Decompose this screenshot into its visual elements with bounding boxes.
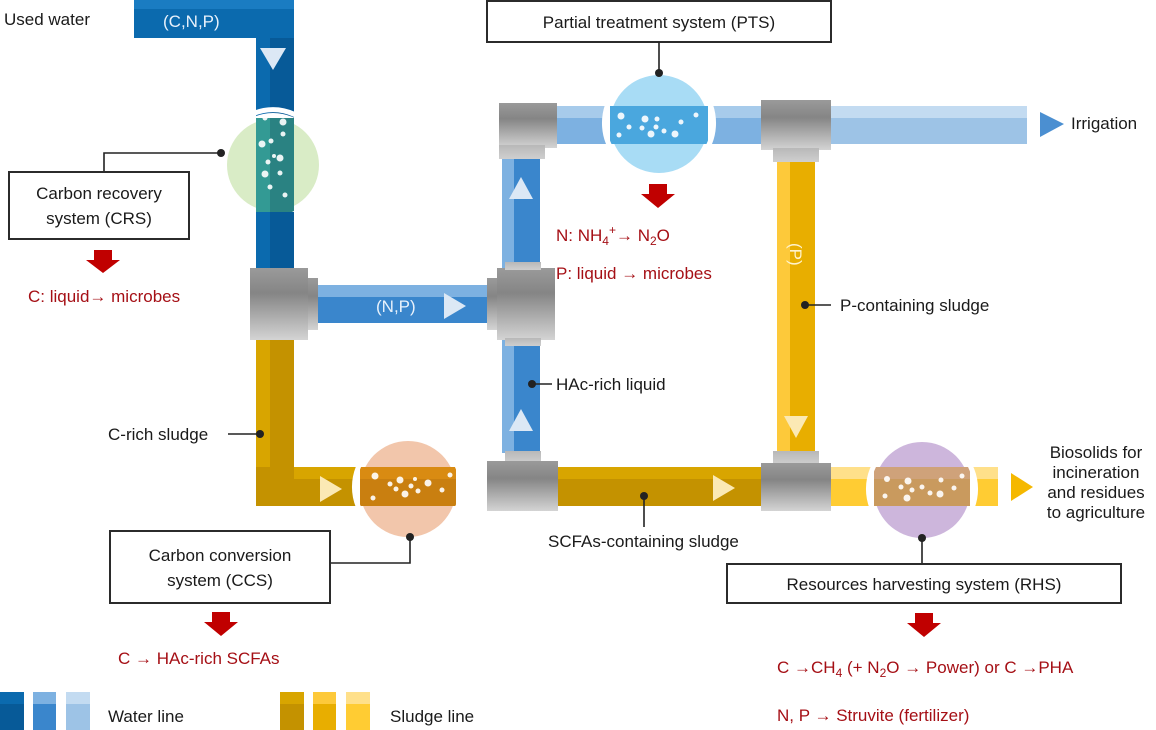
pts-reaction-p: P: liquid → microbes bbox=[556, 264, 712, 283]
rhs-label: Resources harvesting system (RHS) bbox=[787, 575, 1062, 594]
ccs-reactor bbox=[356, 435, 460, 539]
p-sludge-pipe bbox=[777, 160, 815, 453]
biosolids-line2: incineration bbox=[1053, 463, 1140, 482]
rhs-reaction-c: C →CH4 (+ N2O → Power) or C →PHA bbox=[777, 658, 1074, 680]
flow-arrow-right-icon bbox=[713, 475, 735, 501]
pts-label: Partial treatment system (PTS) bbox=[543, 13, 775, 32]
junction-top-right bbox=[761, 100, 831, 162]
biosolids-line3: and residues bbox=[1047, 483, 1144, 502]
junction-top-left bbox=[499, 103, 557, 159]
junction-left bbox=[250, 268, 318, 340]
hac-liquid-pipe bbox=[502, 150, 540, 453]
influent-content-label: (C,N,P) bbox=[163, 12, 220, 31]
legend-water-label: Water line bbox=[108, 707, 184, 726]
crs-reactor bbox=[223, 113, 323, 213]
biosolids-line4: to agriculture bbox=[1047, 503, 1145, 522]
legend-sludge bbox=[280, 692, 370, 730]
irrigation-arrow-icon bbox=[1040, 112, 1064, 137]
junction-bottom-middle bbox=[487, 451, 558, 511]
legend-water bbox=[0, 692, 90, 730]
c-rich-sludge-pipe bbox=[256, 338, 366, 506]
irrigation-pipe bbox=[830, 106, 1027, 144]
ccs-label-line2: system (CCS) bbox=[167, 571, 273, 590]
flow-arrow-down-icon bbox=[784, 416, 808, 438]
crs-output-arrow-icon bbox=[86, 250, 120, 273]
np-line-label: (N,P) bbox=[376, 297, 416, 316]
crs-label-line2: system (CRS) bbox=[46, 209, 152, 228]
p-sludge-label: P-containing sludge bbox=[840, 296, 989, 315]
scfa-sludge-label: SCFAs-containing sludge bbox=[548, 532, 739, 551]
biosolids-line1: Biosolids for bbox=[1050, 443, 1143, 462]
pts-reactor bbox=[606, 70, 712, 176]
ccs-reaction: C → HAc-rich SCFAs bbox=[118, 649, 280, 668]
rhs-output-arrow-icon bbox=[907, 613, 941, 637]
biosolids-arrow-icon bbox=[1011, 473, 1033, 501]
ccs-label-box bbox=[109, 530, 331, 604]
ccs-label-line1: Carbon conversion bbox=[149, 546, 292, 565]
p-line-label: (P) bbox=[786, 243, 805, 266]
crs-reaction: C: liquid→ microbes bbox=[28, 287, 180, 306]
rhs-label-box bbox=[726, 563, 1122, 604]
hac-liquid-label: HAc-rich liquid bbox=[556, 375, 666, 394]
rhs-reactor bbox=[870, 437, 974, 541]
pts-output-arrow-icon bbox=[641, 184, 675, 208]
pts-reaction-n: N: NH4+→ N2O bbox=[556, 223, 670, 248]
c-rich-sludge-label: C-rich sludge bbox=[108, 425, 208, 444]
flow-arrow-right-icon bbox=[444, 293, 466, 319]
used-water-label: Used water bbox=[4, 10, 90, 29]
flow-arrow-up-icon bbox=[509, 409, 533, 431]
flow-arrow-down-icon bbox=[260, 48, 286, 70]
flow-arrow-right-icon bbox=[320, 476, 342, 502]
ccs-output-arrow-icon bbox=[204, 612, 238, 636]
crs-label-line1: Carbon recovery bbox=[36, 184, 162, 203]
irrigation-label: Irrigation bbox=[1071, 114, 1137, 133]
rhs-reaction-np: N, P → Struvite (fertilizer) bbox=[777, 706, 969, 725]
junction-middle bbox=[487, 262, 555, 346]
legend-sludge-label: Sludge line bbox=[390, 707, 474, 726]
junction-bottom-right bbox=[761, 451, 831, 511]
flow-arrow-up-icon bbox=[509, 177, 533, 199]
crs-label-box bbox=[8, 171, 190, 240]
